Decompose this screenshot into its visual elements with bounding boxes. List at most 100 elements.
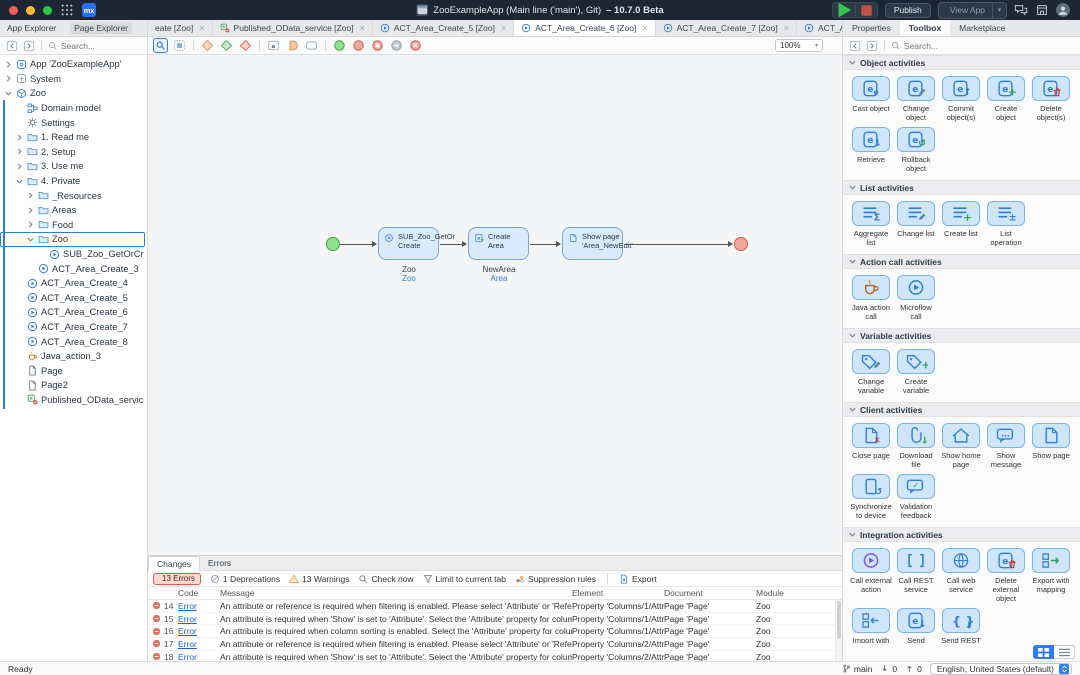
tree-item-zoo[interactable]: Zoo <box>0 232 145 247</box>
error-code-link[interactable]: Error <box>178 638 197 649</box>
chevron-right-icon[interactable] <box>26 207 34 214</box>
marketplace-icon[interactable] <box>1035 3 1049 17</box>
select-tool-icon[interactable] <box>153 38 168 53</box>
collapse-all-icon[interactable] <box>848 39 861 52</box>
toolbox-item-show-message[interactable]: …Show message <box>984 423 1028 469</box>
toolbox-item-download-file[interactable]: ↓Download file <box>894 423 938 469</box>
toolbox-section-client-activities[interactable]: Client activities <box>843 402 1080 417</box>
toolbox-item-microflow-call[interactable]: Microflow call <box>894 275 938 321</box>
toolbox-item-call-rest-service[interactable]: Call REST service <box>894 548 938 603</box>
tree-item-1-read-me[interactable]: 1. Read me <box>0 130 145 145</box>
toolbox-item-call-external-action[interactable]: Call external action <box>849 548 893 603</box>
error-code-link[interactable]: Error <box>178 651 197 661</box>
run-button[interactable] <box>832 3 855 17</box>
decision-orange-icon[interactable] <box>200 38 215 53</box>
toolbox-item-send-rest-request-beta[interactable]: { }↓Send REST request (beta) <box>939 608 983 643</box>
chevron-down-icon[interactable] <box>15 178 23 185</box>
chevron-down-icon[interactable] <box>4 90 12 97</box>
tree-item-published-odata-service[interactable]: Published_OData_service <box>0 393 145 408</box>
toolbox-item-java-action-call[interactable]: Java action call <box>849 275 893 321</box>
explorer-search-input[interactable] <box>61 40 142 51</box>
tree-item-domain-model[interactable]: Domain model <box>0 101 145 116</box>
error-code-link[interactable]: Error <box>178 626 197 637</box>
doc-tab-act-area-create-8-zoo[interactable]: ACT_Area_Create_8 [Zoo]× <box>797 20 842 36</box>
doc-tab-act-area-create-6-zoo[interactable]: ACT_Area_Create_6 [Zoo]× <box>514 20 656 36</box>
incoming-commits[interactable]: 0 <box>880 664 897 674</box>
app-switcher-icon[interactable] <box>60 3 74 17</box>
toolbox-item-close-page[interactable]: ✕Close page <box>849 423 893 469</box>
chevron-right-icon[interactable] <box>15 148 23 155</box>
view-app-button[interactable]: View App <box>939 3 992 18</box>
event-start-tool-icon[interactable] <box>332 38 347 53</box>
stop-button[interactable] <box>854 3 877 17</box>
close-tab-icon[interactable]: × <box>783 23 789 33</box>
tree-item-food[interactable]: Food <box>0 218 145 233</box>
tree-item-settings[interactable]: Settings <box>0 115 145 130</box>
tree-item-page[interactable]: Page <box>0 363 145 378</box>
limit-to-current-tab-button[interactable]: Limit to current tab <box>423 574 506 584</box>
bottom-tab-changes[interactable]: Changes <box>148 556 201 571</box>
list-view-button[interactable] <box>1054 645 1075 659</box>
doc-tab-act-area-create-7-zoo[interactable]: ACT_Area_Create_7 [Zoo]× <box>656 20 797 36</box>
toolbox-item-change-variable[interactable]: Change variable <box>849 349 893 395</box>
explorer-tab-app-explorer[interactable]: App Explorer <box>0 20 63 36</box>
microflow-canvas[interactable]: SUB_Zoo_GetOr Create Zoo Zoo e+ Create A… <box>148 55 842 555</box>
chevron-right-icon[interactable] <box>4 61 12 68</box>
event-end-tool-icon[interactable] <box>351 38 366 53</box>
toolbox-item-export-with-mapping[interactable]: Export with mapping <box>1029 548 1073 603</box>
toolbox-item-create-list[interactable]: +Create list <box>939 201 983 247</box>
chevron-right-icon[interactable] <box>4 75 12 82</box>
toolbox-item-create-variable[interactable]: +Create variable <box>894 349 938 395</box>
collapse-all-icon[interactable] <box>5 39 18 52</box>
close-window-button[interactable] <box>9 5 18 15</box>
check-now-button[interactable]: Check now <box>358 574 414 584</box>
toolbox-item-retrieve[interactable]: e↓Retrieve <box>849 127 893 173</box>
toolbox-section-integration-activities[interactable]: Integration activities <box>843 527 1080 542</box>
decision-green-icon[interactable] <box>219 38 234 53</box>
publish-button[interactable]: Publish <box>884 2 931 18</box>
toolbox-item-show-page[interactable]: Show page <box>1029 423 1073 469</box>
language-selector[interactable]: English, United States (default) <box>929 662 1072 675</box>
tree-item-app-zooexampleapp[interactable]: App 'ZooExampleApp' <box>0 57 145 72</box>
toolbox-item-commit-object-s[interactable]: e↑Commit object(s) <box>939 76 983 122</box>
toolbox-search-input[interactable] <box>904 40 1075 51</box>
panel-tab-marketplace[interactable]: Marketplace <box>950 20 1014 36</box>
chevron-right-icon[interactable] <box>15 163 23 170</box>
explorer-tab-page-explorer[interactable]: Page Explorer <box>63 20 139 36</box>
toolbox-item-create-object[interactable]: e+Create object <box>984 76 1028 122</box>
column-document[interactable]: Document <box>664 588 703 598</box>
deprecations-button[interactable]: 1 Deprecations <box>210 574 280 584</box>
toolbox-item-rollback-object[interactable]: e↺Rollback object <box>894 127 938 173</box>
warnings-button[interactable]: 13 Warnings <box>289 574 349 584</box>
branch-indicator[interactable]: main <box>842 664 872 674</box>
errors-count-button[interactable]: 13 Errors <box>153 572 201 585</box>
activity-show-page[interactable]: Show page 'Area_NewEdit' <box>562 227 633 260</box>
column-module[interactable]: Module <box>756 588 784 598</box>
error-code-link[interactable]: Error <box>178 613 197 624</box>
panel-tab-toolbox[interactable]: Toolbox <box>899 20 951 36</box>
toolbox-item-import-with-mapping[interactable]: Import with mapping <box>849 608 893 643</box>
tree-item-act-area-create-4[interactable]: ACT_Area_Create_4 <box>0 276 145 291</box>
column-code[interactable]: Code <box>178 588 199 598</box>
tree-item-2-setup[interactable]: 2. Setup <box>0 145 145 160</box>
activity-sub-zoo-getorcreate[interactable]: SUB_Zoo_GetOr Create <box>378 227 455 260</box>
region-select-icon[interactable] <box>172 38 187 53</box>
close-tab-icon[interactable]: × <box>359 23 365 33</box>
loop-orange-icon[interactable] <box>285 38 300 53</box>
toolbox-section-variable-activities[interactable]: Variable activities <box>843 328 1080 343</box>
tree-item-act-area-create-8[interactable]: ACT_Area_Create_8 <box>0 334 145 349</box>
toolbox-item-list-operation[interactable]: ±List operation <box>984 201 1028 247</box>
chevron-down-icon[interactable] <box>26 236 34 243</box>
tree-item-areas[interactable]: Areas <box>0 203 145 218</box>
toolbox-section-object-activities[interactable]: Object activities <box>843 55 1080 70</box>
panel-tab-properties[interactable]: Properties <box>843 20 900 36</box>
tree-item-java-action-3[interactable]: Java_action_3 <box>0 349 145 364</box>
export-button[interactable]: Export <box>619 574 657 584</box>
outgoing-commits[interactable]: 0 <box>905 664 922 674</box>
suppression-rules-button[interactable]: Suppression rules <box>515 574 596 584</box>
